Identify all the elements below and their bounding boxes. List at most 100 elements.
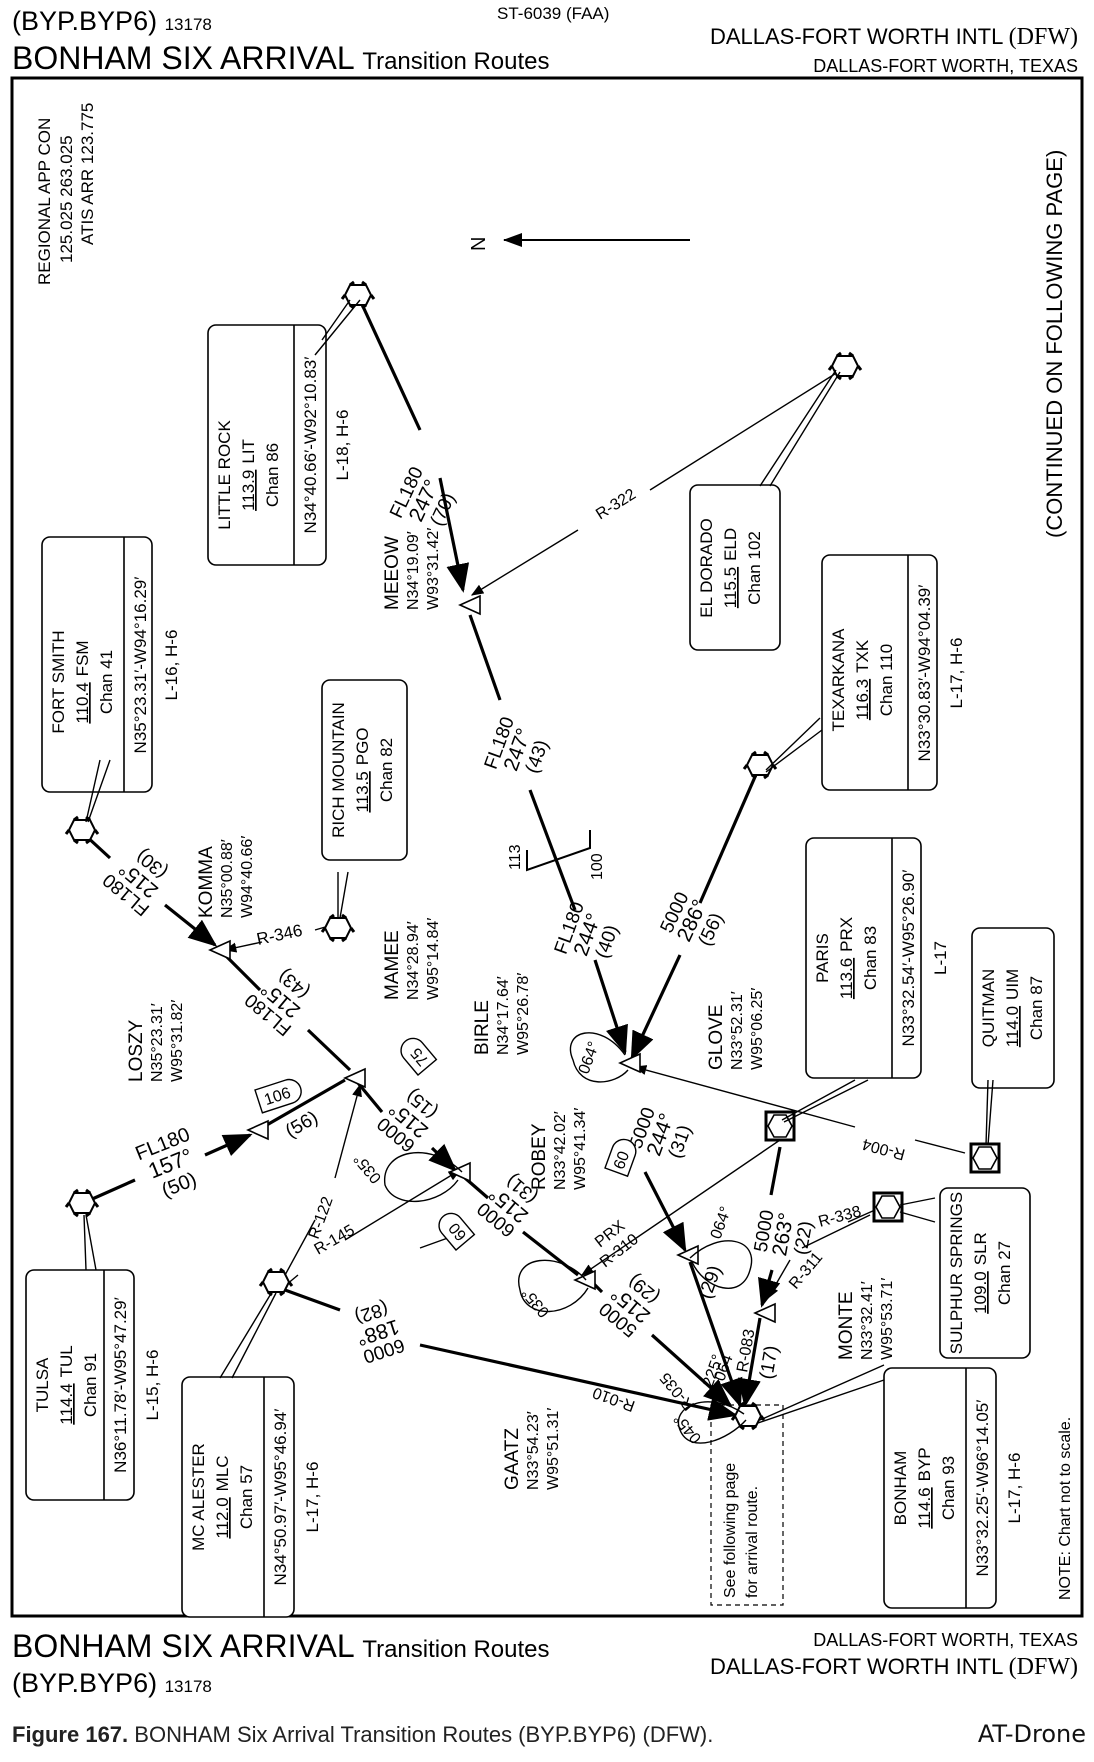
route-meeow-glove-b	[528, 789, 577, 911]
navaid-box-tulsa: TULSA 114.4TUL Chan 91 N36°11.78′-W95°47…	[25, 1269, 162, 1501]
comms-line2: 125.025 263.025	[57, 135, 76, 263]
navaid-box-el-dorado: EL DORADO 115.5ELD Chan 102	[689, 484, 781, 651]
fix-lat: N34°17.64′	[495, 976, 512, 1055]
mra-113: 113	[507, 844, 524, 870]
fix-lat: N34°19.09′	[405, 531, 422, 610]
vortac-bonham-icon	[730, 1401, 766, 1431]
radial-r083: R-083	[734, 1328, 758, 1374]
fix-robey-label: ROBEY N33°42.02′ W95°41.34′	[529, 1108, 589, 1190]
mra-marker: 113 100	[507, 830, 606, 880]
navaid-chan: Chan 86	[263, 443, 282, 507]
navaid-freq-line: 113.9LIT	[239, 439, 258, 511]
navaid-chan: Chan 57	[237, 1465, 256, 1529]
route-lit-meeow-b	[438, 477, 470, 593]
scale-note: NOTE: Chart not to scale.	[1057, 1417, 1074, 1600]
navaid-chan: Chan 27	[995, 1241, 1014, 1305]
arrival-note-line1: See following page	[722, 1463, 739, 1598]
navaid-box-bonham: BONHAM 114.6BYP Chan 93 N33°32.25′-W96°1…	[883, 1367, 1024, 1609]
fix-mamee-icon	[344, 1068, 366, 1088]
navaid-name: MC ALESTER	[189, 1443, 208, 1551]
navaid-name: LITTLE ROCK	[215, 420, 234, 530]
comms-line1: REGIONAL APP CON	[35, 118, 54, 285]
footer-city: DALLAS-FORT WORTH, TEXAS	[813, 1630, 1078, 1650]
route-txk-glove-b	[630, 954, 682, 1061]
routes	[83, 299, 782, 1421]
navaid-charts: L-17, H-6	[1005, 1453, 1024, 1524]
navaid-charts: L-17, H-6	[947, 638, 966, 709]
navaid-freq-line: 112.0MLC	[213, 1455, 232, 1538]
procedure-code-text: (BYP.BYP6)	[12, 6, 158, 36]
navaid-box-sulphur-springs: SULPHUR SPRINGS 109.0SLR Chan 27	[939, 1187, 1031, 1359]
footer-subtitle-text: Transition Routes	[362, 1636, 550, 1663]
navaid-freq-line: 113.5PGO	[353, 727, 372, 812]
comms-line3: ATIS ARR 123.775	[78, 103, 97, 245]
navaid-name: PARIS	[813, 933, 832, 983]
route-loszy-mamee	[264, 1078, 346, 1128]
arrival-note: See following page for arrival route.	[722, 1463, 761, 1598]
navaid-freq-line: 114.4TUL	[57, 1345, 76, 1424]
caption-text: BONHAM Six Arrival Transition Routes (BY…	[134, 1722, 714, 1747]
fix-lon: W95°26.78′	[515, 973, 532, 1055]
airport-name: DALLAS-FORT WORTH INTL (DFW)	[710, 24, 1078, 51]
navaid-coords: N33°32.54′-W95°26.90′	[899, 870, 918, 1047]
fix-glove-icon	[619, 1053, 641, 1073]
footer-airport-text: DALLAS-FORT WORTH INTL	[709, 1654, 1003, 1679]
navaid-name: SULPHUR SPRINGS	[947, 1192, 966, 1354]
navaid-charts: L-17, H-6	[303, 1462, 322, 1533]
navaid-freq-line: 109.0SLR	[971, 1232, 990, 1314]
navaid-freq-line: 114.0UIM	[1003, 969, 1022, 1047]
fix-birle-icon	[449, 1162, 471, 1182]
mra-100: 100	[589, 853, 606, 880]
fix-name: LOSZY	[126, 1019, 147, 1082]
fix-lon: W95°14.84′	[425, 918, 442, 1000]
navaid-freq-line: 113.6PRX	[837, 917, 856, 999]
route-mlc-byp-b	[419, 1343, 738, 1421]
navaid-charts: L-17	[931, 941, 950, 975]
fix-name: MONTE	[836, 1291, 857, 1360]
vortac-rich-mountain-icon	[320, 913, 356, 943]
navaid-coords: N35°23.31′-W94°16.29′	[131, 577, 150, 754]
continued-note: (CONTINUED ON FOLLOWING PAGE)	[1042, 150, 1067, 538]
radial-r035: R-035	[657, 1369, 698, 1413]
chart-title: BONHAM SIX ARRIVAL Transition Routes	[12, 40, 550, 77]
fix-meeow-icon	[459, 595, 481, 615]
fix-lon: W95°31.82′	[169, 1000, 186, 1082]
fix-name: KOMMA	[196, 846, 217, 918]
navaid-coords: N34°40.66′-W92°10.83′	[301, 357, 320, 534]
airport-text: DALLAS-FORT WORTH INTL	[709, 24, 1003, 49]
navaid-chan: Chan 93	[939, 1456, 958, 1520]
fix-monte-icon	[754, 1303, 776, 1323]
chart-ref: ST-6039 (FAA)	[497, 4, 610, 23]
fix-loszy-label: LOSZY N35°23.31′ W95°31.82′	[126, 1000, 186, 1082]
vortac-fort-smith-icon	[64, 815, 100, 845]
fix-lon: W95°06.25′	[749, 988, 766, 1070]
comms-block: REGIONAL APP CON 125.025 263.025 ATIS AR…	[35, 103, 97, 285]
route-robey-byp-b	[650, 1333, 733, 1407]
navaid-coords: N34°50.97′-W95°46.94′	[271, 1409, 290, 1586]
navaid-charts: L-18, H-6	[333, 410, 352, 481]
navaid-name: EL DORADO	[697, 518, 716, 618]
route-birle-robey-b	[522, 1230, 579, 1277]
navaid-name: BONHAM	[891, 1451, 910, 1526]
navaid-box-little-rock: LITTLE ROCK 113.9LIT Chan 86 N34°40.66′-…	[207, 324, 352, 566]
navaid-box-quitman: QUITMAN 114.0UIM Chan 87	[971, 927, 1055, 1089]
hold-035-gaatz: 035°	[519, 1284, 553, 1320]
navaid-name: TEXARKANA	[829, 628, 848, 732]
fix-lon: W93°31.42′	[425, 528, 442, 610]
fix-lat: N33°54.23′	[525, 1411, 542, 1490]
svg-text:60: 60	[611, 1149, 633, 1172]
airport-id: (DFW)	[1008, 24, 1078, 50]
route-glove-byp-a	[643, 1171, 687, 1253]
fix-lon: W95°41.34′	[572, 1108, 589, 1190]
navaid-name: QUITMAN	[979, 969, 998, 1047]
radial-r346: R-346	[255, 921, 304, 949]
route-tul-loszy-a	[89, 1178, 136, 1202]
fix-mamee-label: MAMEE N34°28.94′ W95°14.84′	[382, 918, 442, 1000]
fix-lat: N33°32.41′	[859, 1281, 876, 1360]
